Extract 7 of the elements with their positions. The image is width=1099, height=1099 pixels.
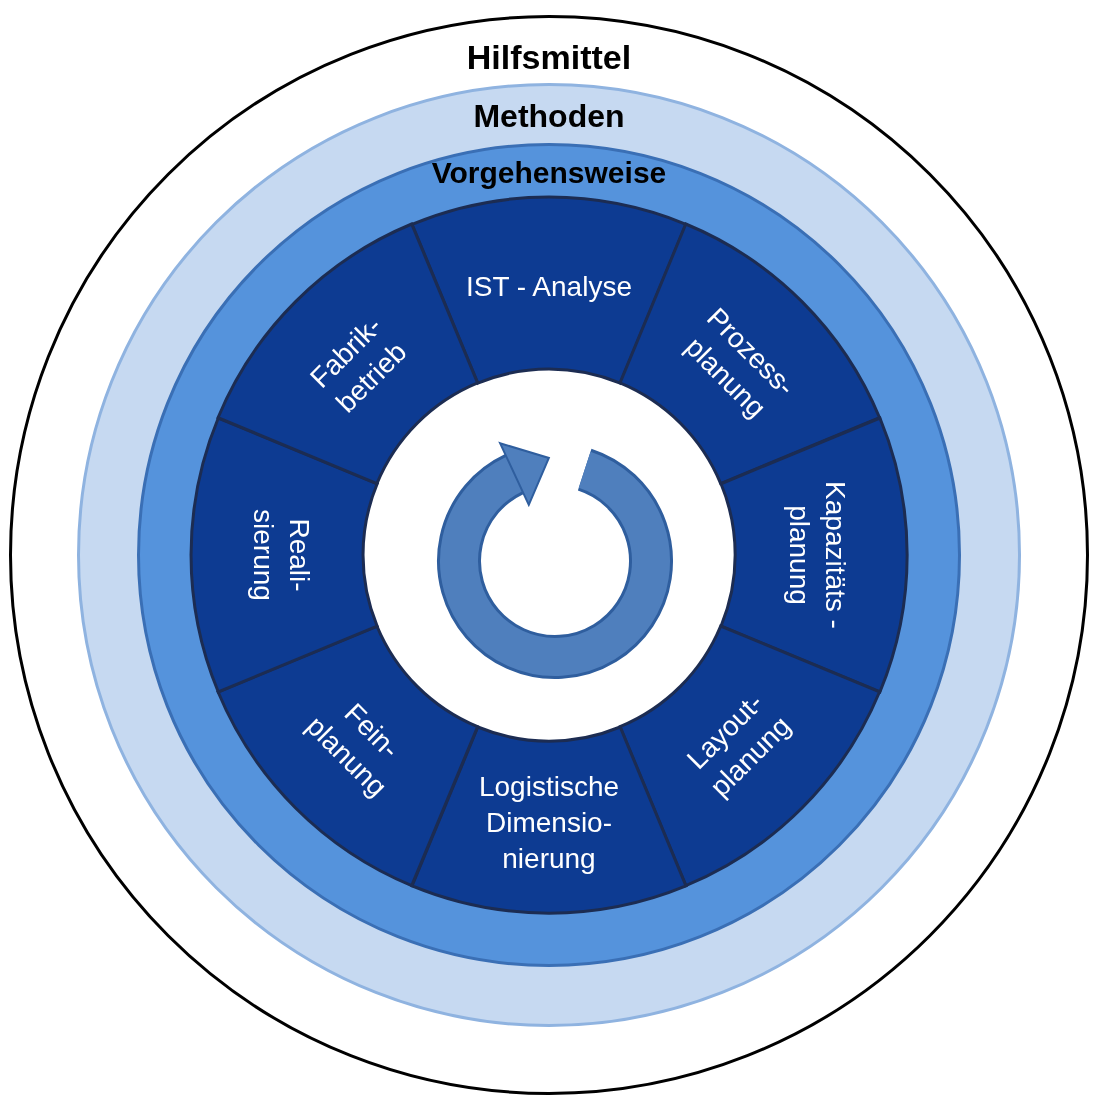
- segment-label: Reali- sierung: [247, 508, 316, 603]
- ring-label: Methoden: [473, 97, 625, 136]
- ring-label: Hilfsmittel: [466, 37, 632, 78]
- ring-label: Vorgehensweise: [431, 155, 667, 191]
- segment-label: IST - Analyse: [464, 270, 633, 304]
- segment-label: Kapazitäts -planung: [783, 480, 852, 631]
- segment-label: Logistische Dimensio- nierung: [477, 770, 621, 876]
